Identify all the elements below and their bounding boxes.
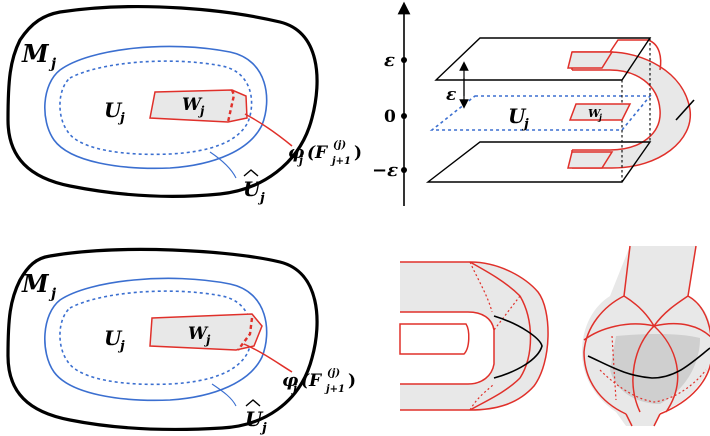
tube-mouth-top bbox=[567, 51, 614, 69]
pinch-lobes bbox=[583, 295, 710, 427]
panel-bottom-right bbox=[582, 245, 710, 427]
label-map-sup-2: (j) bbox=[327, 368, 340, 379]
tube-fill bbox=[572, 52, 691, 168]
label-M-sub: j bbox=[48, 56, 56, 72]
panel-bottom-left: M j U j W j φ j (F (j) j+1 ) U j bbox=[6, 247, 356, 436]
label-U-sub: j bbox=[117, 111, 125, 126]
Uhat-leader bbox=[209, 151, 237, 179]
axis-label-neg-eps: −ε bbox=[372, 160, 398, 181]
label-phi-sub-2: j bbox=[291, 382, 297, 395]
label-M: M bbox=[21, 39, 50, 68]
label-W-sub-2: j bbox=[204, 333, 211, 347]
U-dotted-outline-2 bbox=[59, 290, 253, 386]
W-small bbox=[568, 103, 632, 121]
phi-leader bbox=[244, 113, 293, 147]
label-W: W bbox=[182, 95, 203, 115]
plane-middle bbox=[429, 95, 652, 131]
label-M-sub-2: j bbox=[48, 286, 56, 302]
region-M-outline-2 bbox=[6, 247, 319, 432]
label-Uhat-2: U bbox=[245, 407, 264, 431]
label-U: U bbox=[104, 98, 123, 122]
label-U-3d-sub: j bbox=[521, 117, 529, 132]
utube-outer bbox=[400, 261, 549, 411]
utube-mouth-top bbox=[399, 323, 470, 355]
tick-neg-eps bbox=[401, 167, 407, 173]
label-phi-sub: j bbox=[297, 154, 303, 167]
label-Uhat-sub: j bbox=[257, 191, 265, 206]
hat-mark bbox=[243, 169, 259, 177]
tube-outline bbox=[572, 51, 691, 169]
utube-dotted bbox=[469, 261, 521, 411]
tick-zero bbox=[401, 113, 407, 119]
U-hat-outline-2 bbox=[44, 277, 268, 402]
W-dashed-edge-2 bbox=[237, 317, 254, 351]
label-W-2: W bbox=[188, 324, 209, 344]
tube-seam bbox=[647, 39, 662, 71]
label-map-close-2: ) bbox=[348, 371, 356, 391]
W-region-2 bbox=[149, 313, 263, 351]
label-map-close: ) bbox=[354, 143, 362, 163]
label-U-sub-2: j bbox=[117, 339, 125, 354]
label-W-3d-sub: j bbox=[597, 112, 602, 122]
tube-mouth-bottom bbox=[567, 151, 614, 169]
label-map-sub: j+1 bbox=[330, 156, 351, 167]
Uhat-leader-2 bbox=[211, 383, 237, 407]
label-M-2: M bbox=[21, 269, 50, 298]
W-dashed-edge bbox=[226, 89, 236, 123]
box-edges bbox=[621, 38, 651, 182]
tick-eps bbox=[401, 57, 407, 63]
utube-inner bbox=[400, 311, 495, 385]
utube-seams bbox=[469, 261, 532, 411]
pinch-outline bbox=[583, 245, 710, 415]
label-U-3d: U bbox=[508, 104, 527, 128]
label-W-sub: j bbox=[198, 104, 205, 118]
label-map-sub-2: j+1 bbox=[324, 384, 345, 395]
panel-bottom-middle bbox=[399, 261, 549, 411]
label-map-sup: (j) bbox=[333, 140, 346, 151]
panel-top-right: ε 0 −ε ε U j W j bbox=[372, 1, 695, 206]
label-map-arg-2: (F bbox=[301, 371, 323, 391]
axis-label-eps: ε bbox=[384, 50, 395, 71]
panel-top-left: M j U j W j φ j (F (j) j+1 ) U j bbox=[6, 4, 362, 206]
U-hat-outline bbox=[44, 45, 268, 170]
utube-black-curve bbox=[493, 315, 543, 379]
label-map-arg: (F bbox=[307, 143, 329, 163]
hat-mark-2 bbox=[245, 399, 261, 407]
tube-black-curve bbox=[675, 99, 695, 121]
label-Uhat-sub-2: j bbox=[259, 421, 267, 436]
pinch-black-curve bbox=[587, 347, 710, 379]
label-W-3d: W bbox=[588, 107, 602, 120]
region-M-outline bbox=[6, 4, 319, 198]
phi-leader-2 bbox=[243, 343, 293, 373]
label-phi: φ bbox=[288, 142, 305, 163]
label-phi-2: φ bbox=[282, 370, 299, 391]
label-U-2: U bbox=[104, 326, 123, 350]
label-Uhat: U bbox=[243, 177, 262, 201]
axis-label-zero: 0 bbox=[384, 107, 396, 127]
gap-label-eps: ε bbox=[446, 85, 456, 105]
U-dotted-outline bbox=[59, 60, 253, 156]
